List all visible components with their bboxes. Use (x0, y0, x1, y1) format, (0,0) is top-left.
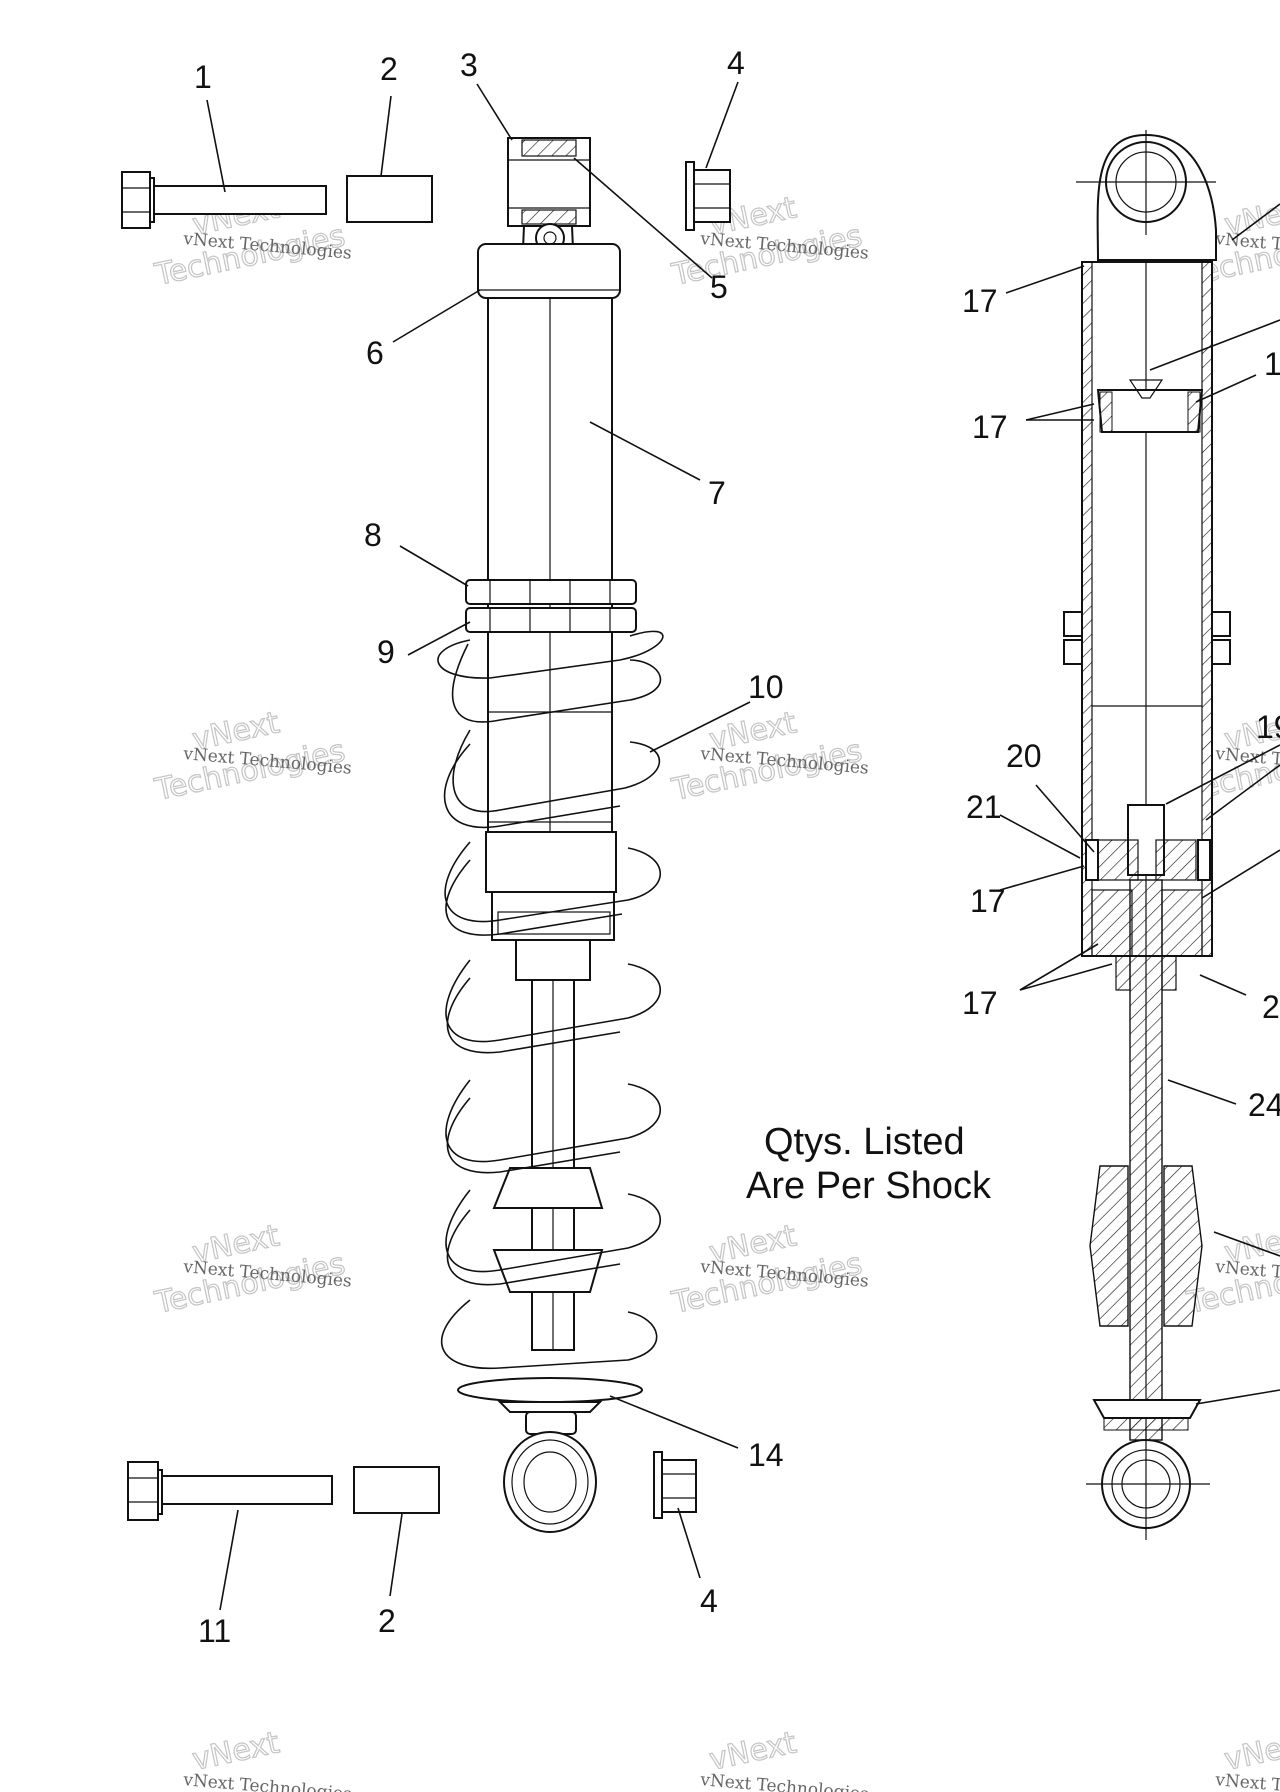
callout-8: 8 (364, 517, 382, 553)
watermark: vNext vNext Technologies (699, 1725, 870, 1792)
watermark: Technologies vNext vNext Technologies (151, 1218, 353, 1322)
svg-text:vNext: vNext (1221, 1725, 1280, 1778)
coil-spring (437, 630, 664, 1370)
callout-14: 14 (748, 1437, 784, 1473)
callout-labels: 1 2 3 4 5 6 7 8 9 10 11 2 14 4 17 17 1 2… (194, 45, 1280, 1649)
callout-6: 6 (366, 335, 384, 371)
quantity-note: Qtys. Listed Are Per Shock (746, 1121, 992, 1207)
upper-flange-nut (685, 161, 731, 231)
callout-23: 2 (1262, 989, 1280, 1025)
callout-24: 24 (1248, 1087, 1280, 1123)
callout-9: 9 (377, 634, 395, 670)
callout-21: 21 (966, 789, 1002, 825)
lower-bolt (127, 1461, 333, 1521)
callout-17b: 17 (972, 409, 1008, 445)
svg-text:vNext Technologies: vNext Technologies (699, 1770, 870, 1792)
note-line-1: Qtys. Listed (764, 1121, 965, 1163)
upper-bolt (121, 171, 327, 229)
svg-text:vNext Technologies: vNext Technologies (182, 1770, 353, 1792)
lower-spring-seat (457, 1377, 643, 1435)
callout-4b: 4 (700, 1583, 718, 1619)
lower-flange-nut (653, 1451, 697, 1519)
callout-17d: 17 (962, 985, 998, 1021)
callout-20: 20 (1006, 738, 1042, 774)
upper-spacer (346, 175, 433, 223)
svg-text:vNext Technologies: vNext Technologies (1214, 1770, 1280, 1792)
callout-2b: 2 (378, 1603, 396, 1639)
lower-spacer (353, 1466, 440, 1514)
shock-cap (477, 223, 621, 299)
note-line-2: Are Per Shock (746, 1165, 992, 1207)
callout-17c: 17 (970, 883, 1006, 919)
callout-1: 1 (194, 59, 212, 95)
watermark: vNext vNext Technologies (182, 1725, 353, 1792)
callout-2: 2 (380, 51, 398, 87)
shock-body (487, 297, 613, 834)
lower-eyelet (503, 1431, 597, 1533)
watermark: Technologies vNext vNext Technologies (151, 705, 353, 809)
callout-3: 3 (460, 47, 478, 83)
watermark: vNext vNext Technologies (1214, 1725, 1280, 1792)
preload-collars (465, 579, 637, 633)
svg-text:vNext: vNext (189, 1725, 282, 1778)
cross-section-view (1063, 130, 1231, 1540)
watermark: Technologies vNext vNext Technologies (668, 1218, 870, 1322)
callout-4: 4 (727, 45, 745, 81)
callout-11: 11 (198, 1613, 231, 1649)
callout-19: 19 (1256, 709, 1280, 745)
callout-5: 5 (710, 269, 728, 305)
leader-lines (206, 81, 1280, 1611)
watermark: Technologies vNext vNext Technologies (668, 705, 870, 809)
callout-10: 10 (748, 669, 784, 705)
callout-18: 1 (1264, 346, 1280, 382)
svg-text:vNext: vNext (706, 1725, 799, 1778)
upper-eyelet (507, 137, 591, 227)
callout-17a: 17 (962, 283, 998, 319)
bump-stop (492, 1167, 604, 1293)
callout-7: 7 (708, 475, 726, 511)
exploded-shock-view (121, 137, 731, 1533)
